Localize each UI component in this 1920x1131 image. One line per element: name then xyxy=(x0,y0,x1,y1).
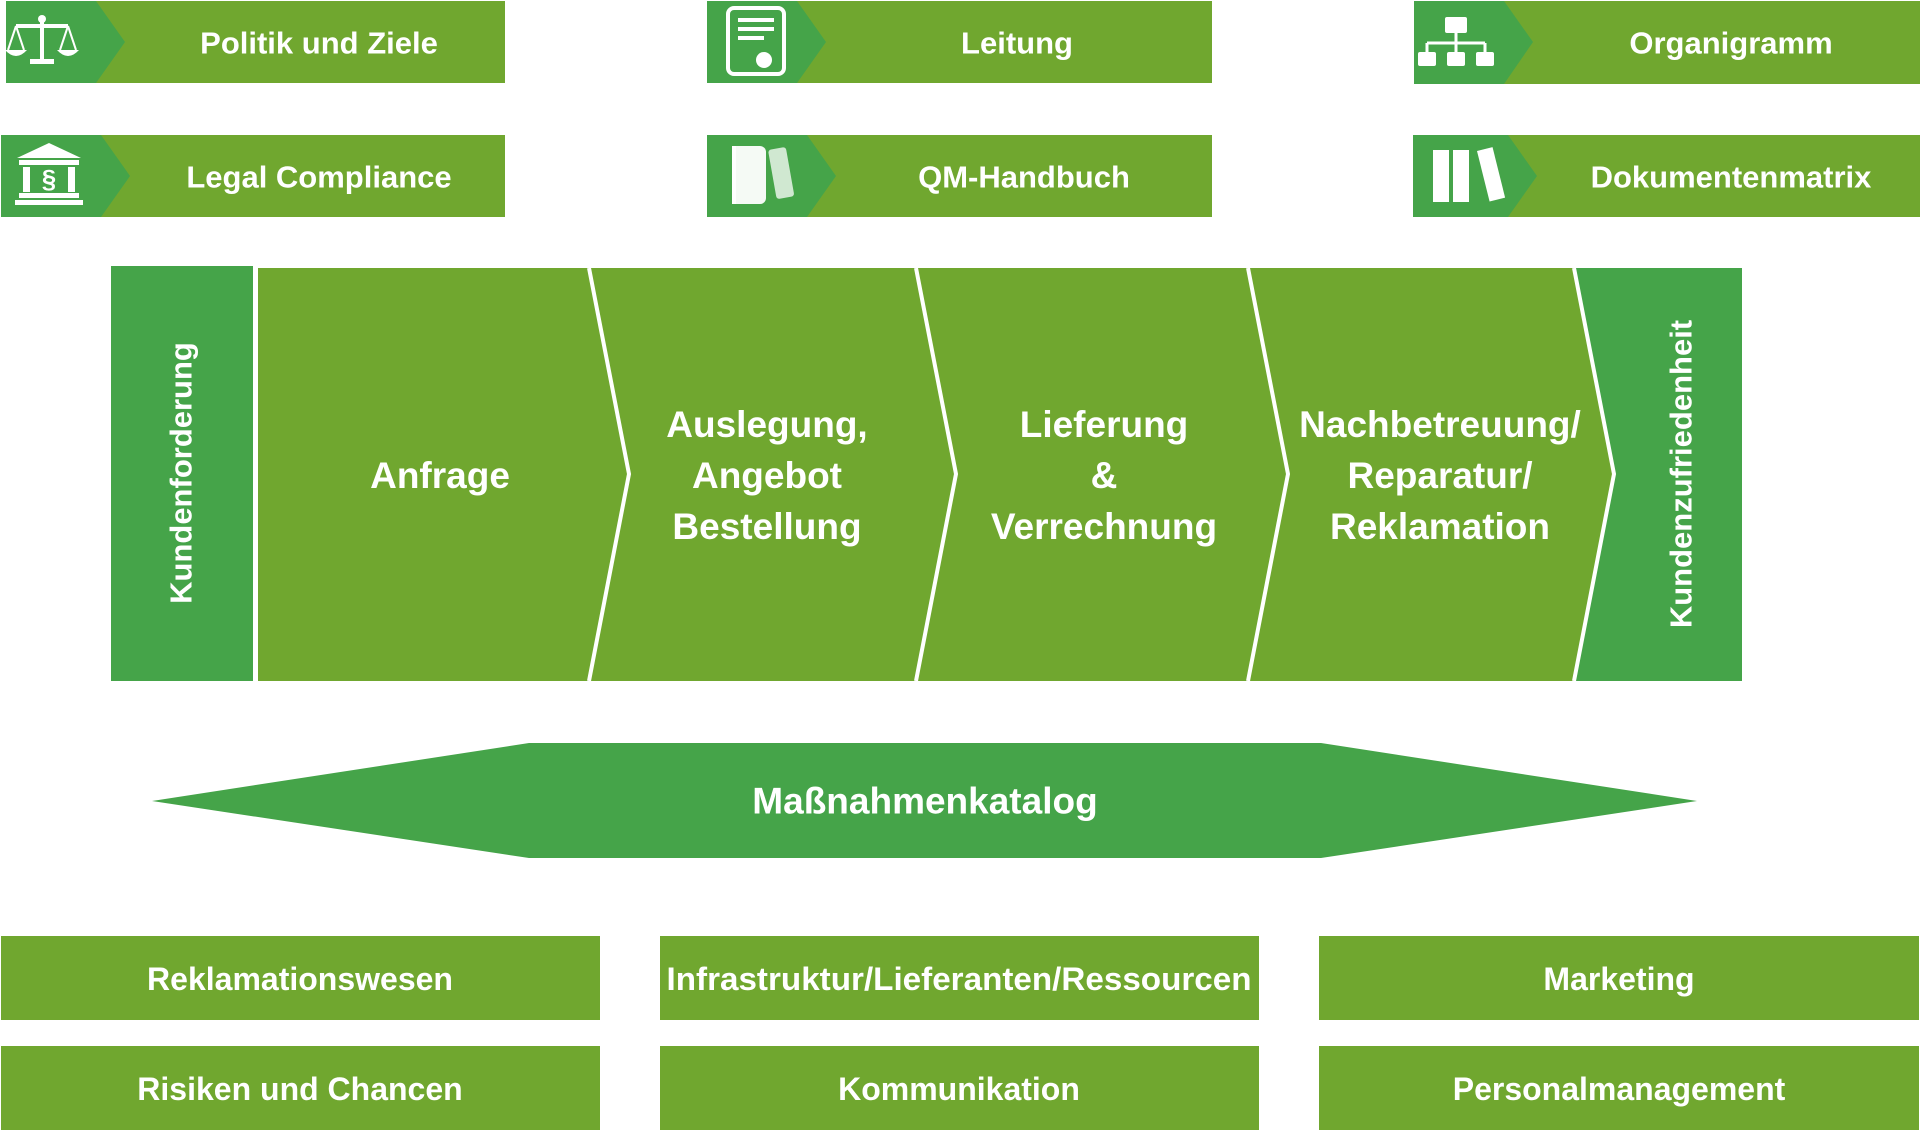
process-step-nachbetreuung[interactable]: Nachbetreuung/ Reparatur/ Reklamation xyxy=(1299,404,1581,547)
certificate-icon xyxy=(726,6,786,76)
process-band xyxy=(258,268,1622,681)
process-step-anfrage[interactable]: Anfrage xyxy=(370,455,510,496)
button-background xyxy=(1319,936,1919,1020)
button-background xyxy=(660,1046,1259,1130)
process-step-auslegung[interactable]: Auslegung, Angebot Bestellung xyxy=(666,404,867,547)
handbook-icon xyxy=(728,146,794,204)
step-separator xyxy=(1572,267,1617,682)
measures-catalog-button[interactable]: Maßnahmenkatalog xyxy=(152,743,1697,858)
button-personalmanagement[interactable]: Personalmanagement xyxy=(1319,1046,1919,1130)
customer-satisfaction-label: Kundenzufriedenheit xyxy=(1664,320,1699,628)
button-label: Reklamationswesen xyxy=(147,961,453,997)
button-label: Politik und Ziele xyxy=(200,26,438,61)
step-line: Anfrage xyxy=(370,455,510,496)
org-chart-icon xyxy=(1418,17,1494,66)
button-reklamationswesen[interactable]: Reklamationswesen xyxy=(1,936,600,1020)
button-organigramm[interactable]: Organigramm xyxy=(1414,1,1920,84)
customer-satisfaction-bar xyxy=(1574,268,1742,681)
step-line: Reklamation xyxy=(1330,506,1550,547)
step-line: Nachbetreuung/ xyxy=(1299,404,1581,445)
button-background xyxy=(1,936,600,1020)
button-label: Dokumentenmatrix xyxy=(1591,160,1873,195)
button-kommunikation[interactable]: Kommunikation xyxy=(660,1046,1259,1130)
customer-requirement-bar xyxy=(111,266,253,681)
step-line: Lieferung xyxy=(1020,404,1189,445)
process-step-lieferung[interactable]: Lieferung & Verrechnung xyxy=(991,404,1217,547)
paragraph-sign: § xyxy=(42,164,56,194)
step-separator xyxy=(587,267,632,682)
button-label: Legal Compliance xyxy=(186,160,451,195)
process-chain: Kundenforderung Kundenzufriedenheit Anfr… xyxy=(111,266,1742,682)
button-label: Infrastruktur/Lieferanten/Ressourcen xyxy=(667,961,1252,997)
button-label: Risiken und Chancen xyxy=(137,1071,462,1107)
step-line: Auslegung, xyxy=(666,404,867,445)
icon-tab xyxy=(707,1,826,83)
step-line: & xyxy=(1091,455,1118,496)
button-background xyxy=(1,1046,600,1130)
catalog-label: Maßnahmenkatalog xyxy=(752,781,1097,822)
courthouse-icon: § xyxy=(15,143,83,205)
button-risiken-und-chancen[interactable]: Risiken und Chancen xyxy=(1,1046,600,1130)
step-separator xyxy=(1246,267,1291,682)
button-marketing[interactable]: Marketing xyxy=(1319,936,1919,1020)
button-dokumentenmatrix[interactable]: Dokumentenmatrix xyxy=(1413,135,1920,217)
step-separator xyxy=(914,267,959,682)
catalog-banner xyxy=(152,743,1697,858)
button-background xyxy=(1319,1046,1919,1130)
button-label: Leitung xyxy=(961,26,1073,61)
step-line: Angebot xyxy=(692,455,842,496)
button-label: Marketing xyxy=(1543,961,1694,997)
button-label: Organigramm xyxy=(1629,26,1832,61)
button-politik-und-ziele[interactable]: Politik und Ziele xyxy=(5,1,505,83)
button-label: QM-Handbuch xyxy=(918,160,1130,195)
button-leitung[interactable]: Leitung xyxy=(707,1,1212,83)
scales-icon xyxy=(5,15,79,64)
button-label: Personalmanagement xyxy=(1453,1071,1786,1107)
step-line: Reparatur/ xyxy=(1347,455,1532,496)
customer-requirement-label: Kundenforderung xyxy=(164,342,199,604)
step-line: Bestellung xyxy=(672,506,861,547)
button-background xyxy=(660,936,1259,1020)
step-line: Verrechnung xyxy=(991,506,1217,547)
button-label: Kommunikation xyxy=(838,1071,1080,1107)
button-legal-compliance[interactable]: § Legal Compliance xyxy=(1,135,505,217)
button-qm-handbuch[interactable]: QM-Handbuch xyxy=(707,135,1212,217)
binders-icon xyxy=(1433,147,1506,202)
button-infrastruktur[interactable]: Infrastruktur/Lieferanten/Ressourcen xyxy=(660,936,1259,1020)
